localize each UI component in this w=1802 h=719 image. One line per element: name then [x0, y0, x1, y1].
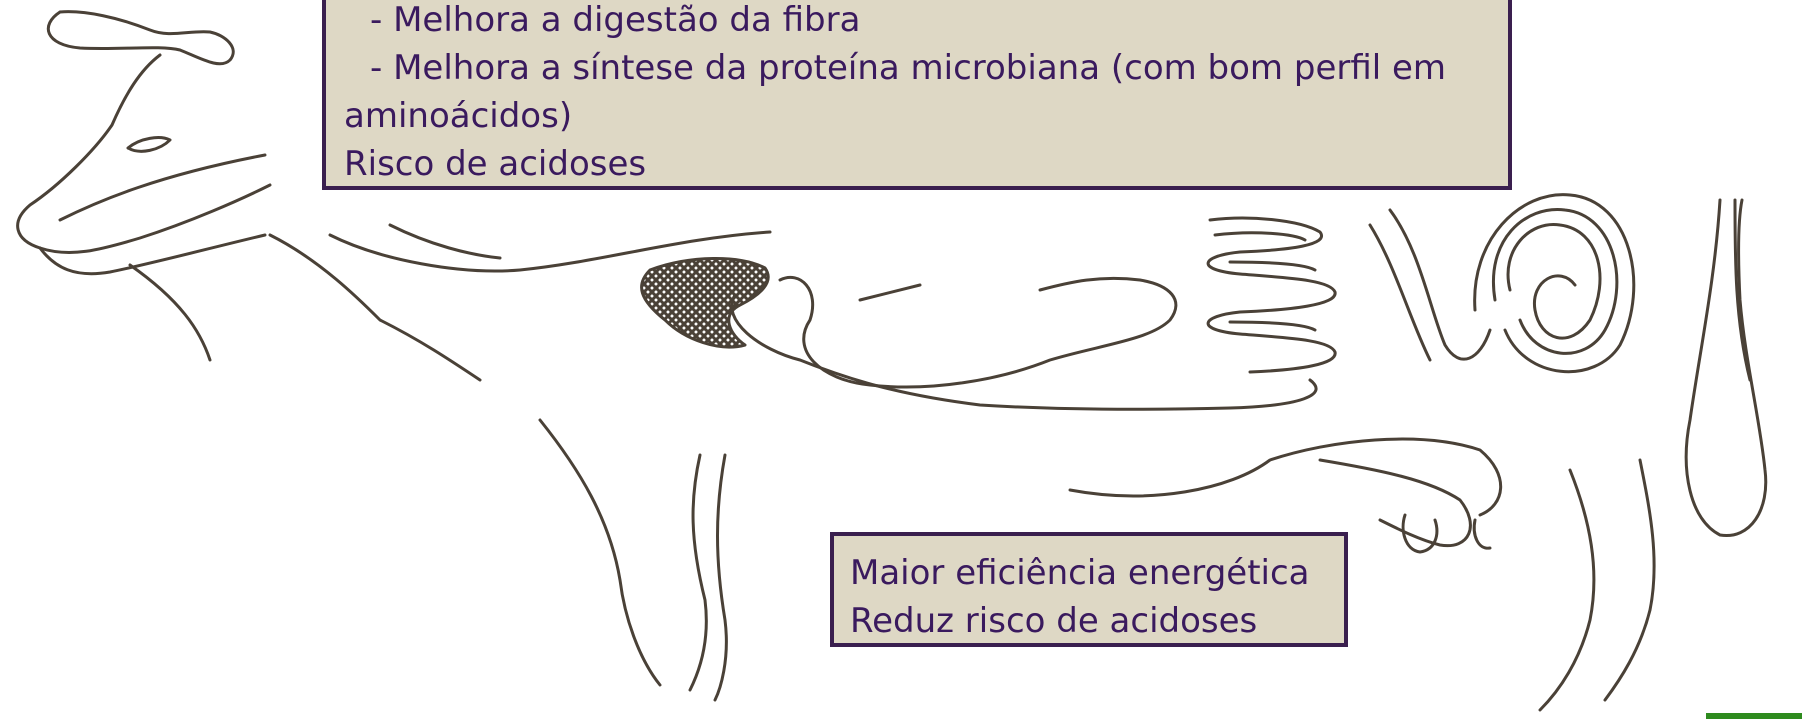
large-intestine [1370, 225, 1430, 360]
cow-tail [1686, 200, 1766, 536]
callout-line: - Melhora a síntese da proteína microbia… [344, 44, 1492, 92]
cow-front-leg [715, 455, 726, 700]
rumen-organ [780, 277, 1176, 387]
cow-head-outline [18, 55, 270, 253]
rumen-organ [860, 285, 920, 300]
callout-line: aminoácidos) [344, 92, 1492, 140]
cow-belly-line [1070, 439, 1501, 515]
cow-eye [128, 138, 170, 152]
cow-muzzle [40, 235, 265, 274]
slide-accent-bar [1706, 713, 1802, 719]
cow-back-line [390, 225, 500, 258]
callout-line: Reduz risco de acidoses [850, 597, 1330, 645]
callout-line: - Melhora a digestão da fibra [344, 0, 1492, 44]
rumen-benefits-callout: - Melhora a digestão da fibra - Melhora … [322, 0, 1512, 190]
intestine-benefits-callout: Maior eficiência energética Reduz risco … [830, 532, 1348, 647]
cow-rear-leg [1605, 460, 1654, 700]
small-intestine [1208, 218, 1335, 372]
callout-line: Maior eficiência energética [850, 549, 1330, 597]
cow-front-leg [540, 420, 660, 685]
colon-spiral [1493, 210, 1616, 354]
cow-front-leg [690, 455, 706, 690]
cow-neck-line [270, 235, 480, 380]
callout-line: Risco de acidoses [344, 140, 1492, 188]
cow-horn [48, 12, 233, 64]
colon-spiral [1475, 195, 1634, 372]
cow-teat [1474, 520, 1490, 548]
cow-jaw [60, 155, 265, 220]
cow-chest-line [130, 265, 210, 360]
cow-rear-leg [1540, 470, 1594, 710]
